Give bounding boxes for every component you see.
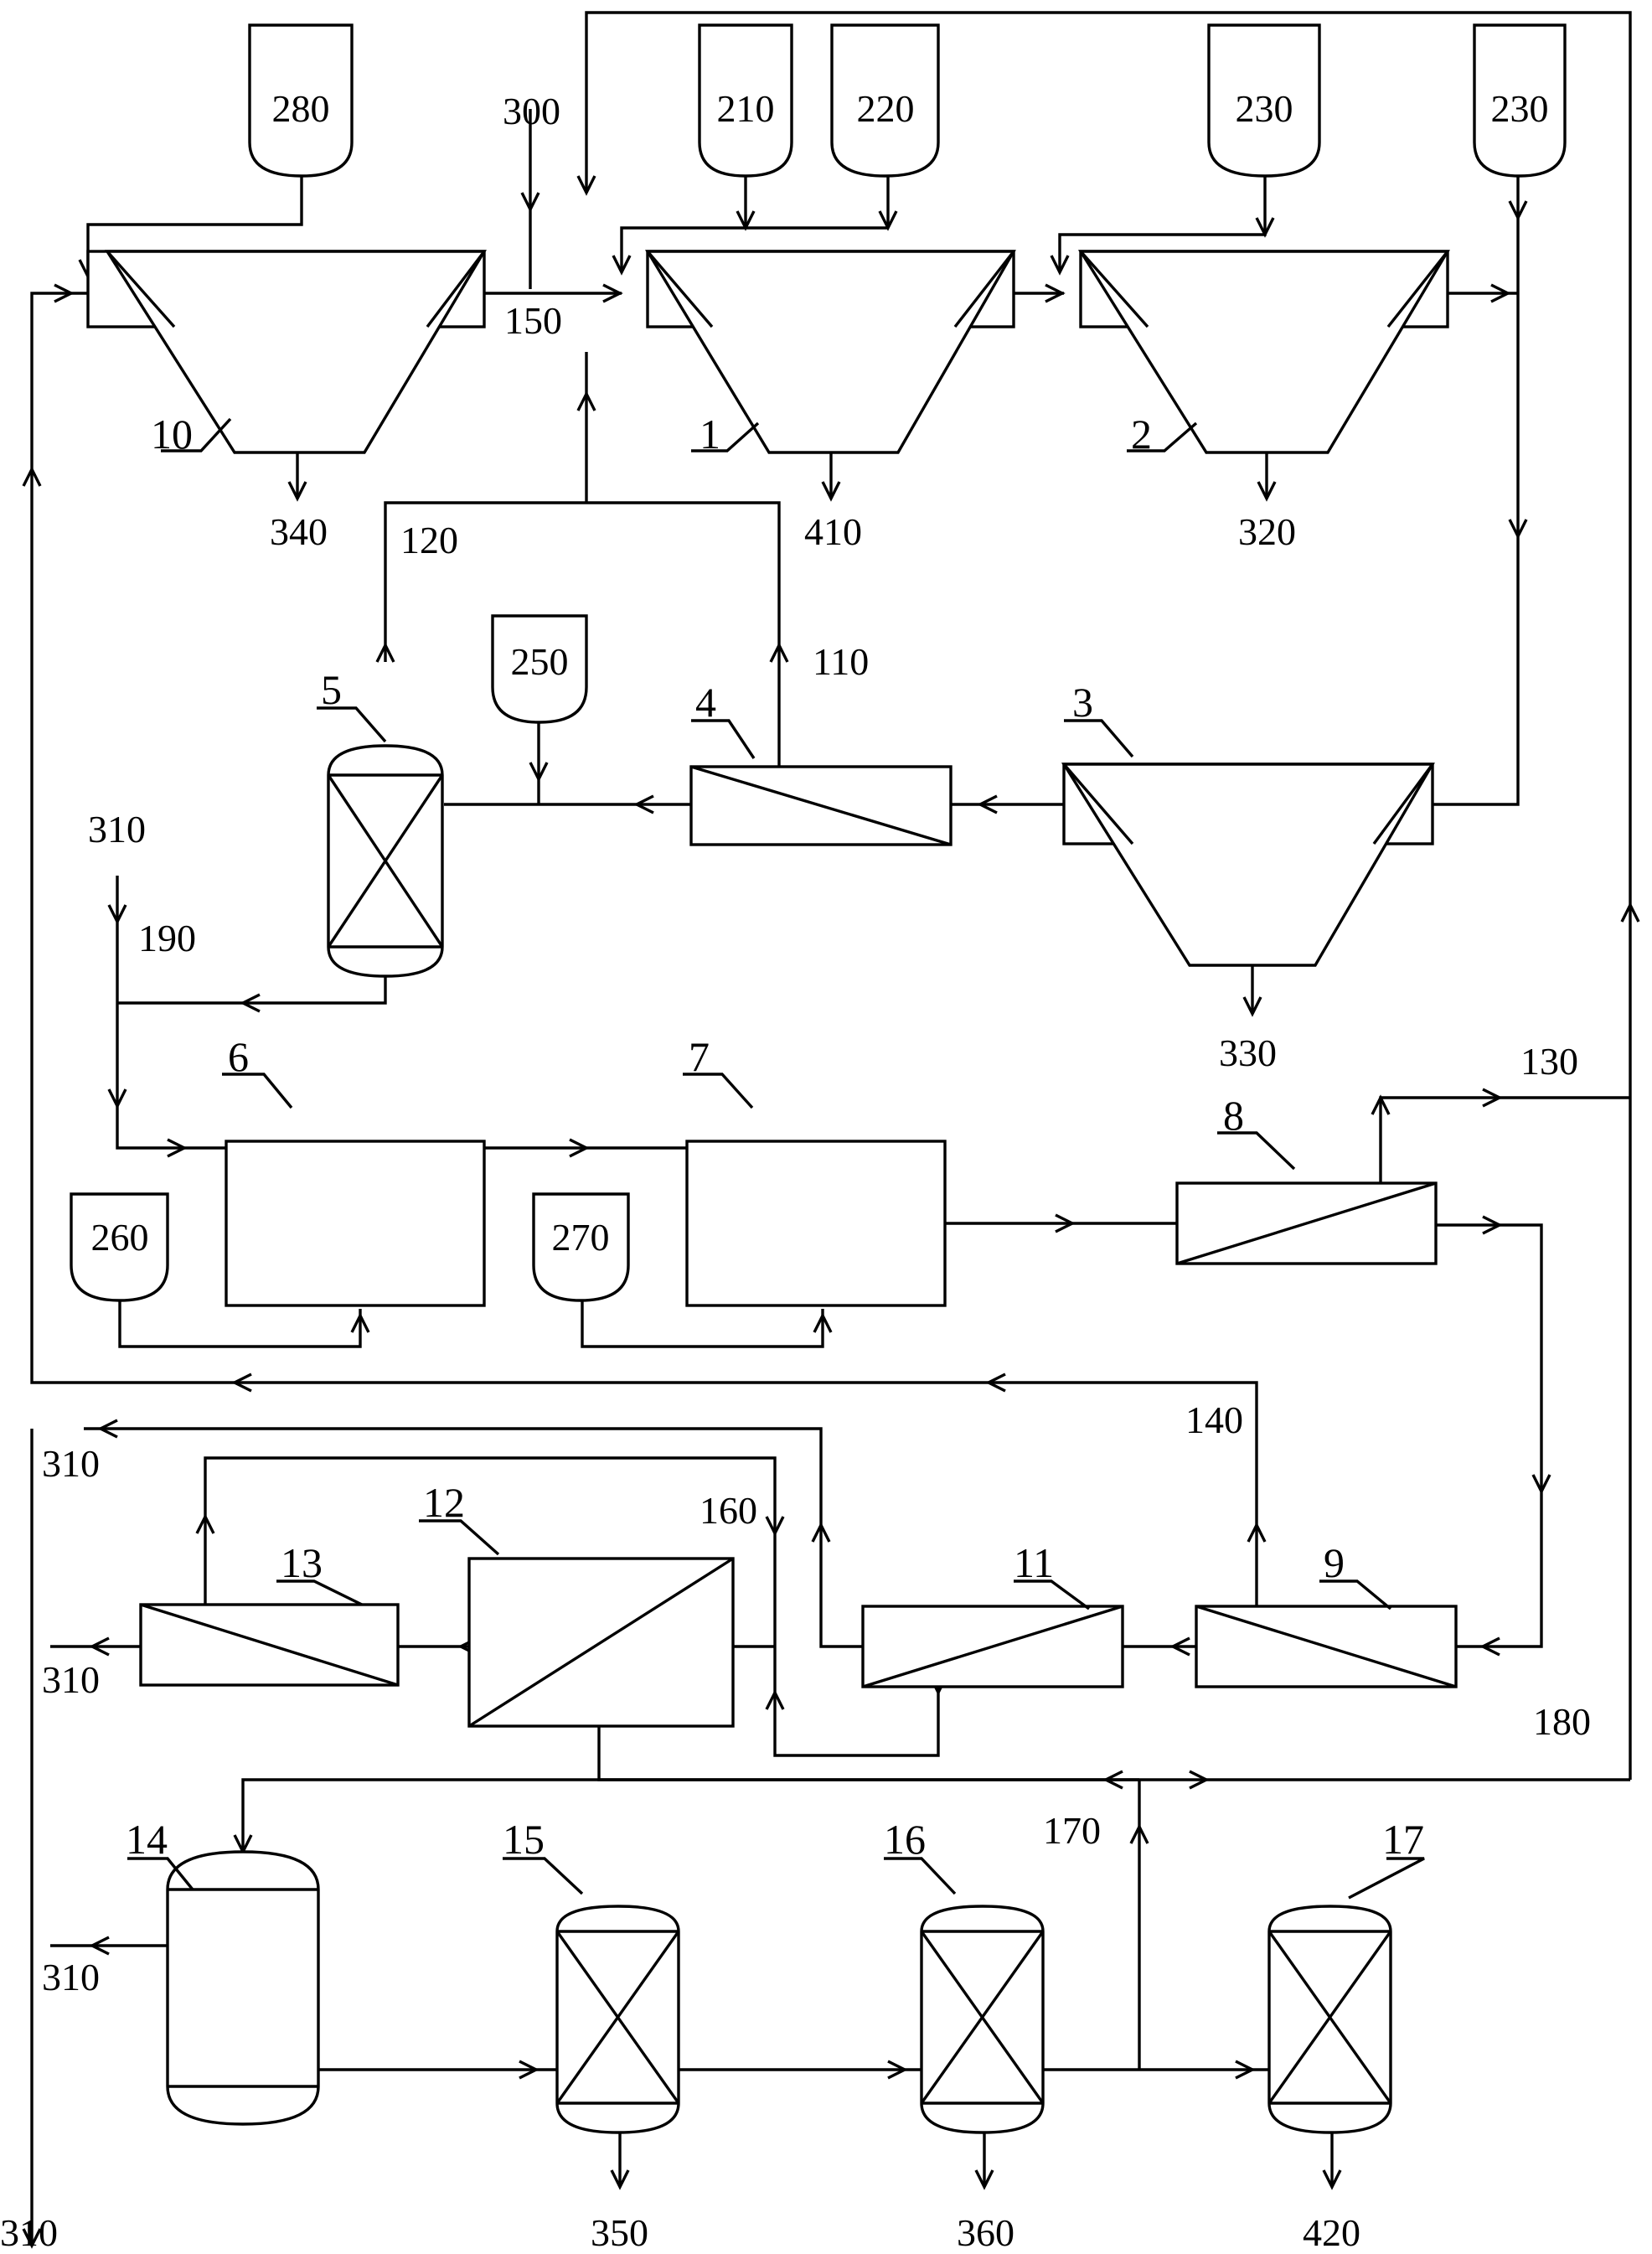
unit-16-tag: 16 <box>884 1816 926 1863</box>
unit-12-membrane <box>467 1557 735 1728</box>
tank-230b <box>1473 23 1567 178</box>
unit-11-tag: 11 <box>1014 1539 1054 1586</box>
stream-310-label-d: 310 <box>42 1956 100 1998</box>
unit-15-vessel <box>555 1905 680 2134</box>
stream-120-label: 120 <box>400 519 458 561</box>
unit-1-hopper <box>644 250 1016 454</box>
unit-5-tag: 5 <box>321 666 342 713</box>
stream-130-label: 130 <box>1520 1040 1578 1083</box>
stream-170-label: 170 <box>1043 1809 1101 1852</box>
unit-9-membrane <box>1195 1605 1458 1688</box>
tank-250-label: 250 <box>511 640 569 683</box>
unit-10-tag: 10 <box>151 411 193 458</box>
unit-9-tag: 9 <box>1324 1539 1345 1586</box>
unit-7-tag: 7 <box>689 1033 710 1080</box>
unit-5-vessel <box>327 744 444 978</box>
unit-17-vessel <box>1267 1905 1392 2134</box>
stream-310-label-e: 310 <box>0 2211 58 2254</box>
unit-14-vessel <box>166 1850 320 2126</box>
stream-320-label: 320 <box>1238 510 1296 553</box>
unit-13-tag: 13 <box>281 1539 323 1586</box>
unit-15-tag: 15 <box>503 1816 545 1863</box>
stream-300-label: 300 <box>503 90 560 132</box>
tank-270-label: 270 <box>552 1216 610 1259</box>
unit-8-tag: 8 <box>1223 1092 1244 1139</box>
unit-tags <box>127 417 1425 1900</box>
unit-7-box <box>685 1140 947 1307</box>
tank-250 <box>491 614 588 724</box>
unit-2-tag: 2 <box>1131 411 1152 458</box>
unit-4-membrane <box>689 765 952 846</box>
unit-14-tag: 14 <box>126 1816 168 1863</box>
unit-2-hopper <box>1077 250 1450 454</box>
stream-190-label: 190 <box>138 917 196 959</box>
stream-310-label-c: 310 <box>42 1658 100 1701</box>
unit-3-tag: 3 <box>1072 679 1093 726</box>
tank-270 <box>532 1192 630 1302</box>
unit-17-tag: 17 <box>1382 1816 1424 1863</box>
unit-4-tag: 4 <box>695 679 716 726</box>
tank-220-label: 220 <box>857 87 915 130</box>
tank-230b-label: 230 <box>1491 87 1549 130</box>
tank-280-label: 280 <box>272 87 330 130</box>
tank-220 <box>830 23 940 178</box>
unit-12-tag: 12 <box>423 1479 465 1526</box>
stream-360-label: 360 <box>957 2211 1014 2254</box>
stream-330-label: 330 <box>1219 1031 1277 1074</box>
stream-150-label: 150 <box>504 299 562 342</box>
stream-110-label: 110 <box>813 640 869 683</box>
unit-6-tag: 6 <box>228 1033 249 1080</box>
tank-210 <box>698 23 793 178</box>
tank-210-label: 210 <box>717 87 775 130</box>
tank-260 <box>70 1192 169 1302</box>
unit-11-membrane <box>861 1605 1124 1688</box>
unit-6-box <box>225 1140 486 1307</box>
tank-230a-label: 230 <box>1236 87 1293 130</box>
tank-230a <box>1207 23 1321 178</box>
unit-1-tag: 1 <box>700 411 720 458</box>
stream-410-label: 410 <box>804 510 862 553</box>
stream-160-label: 160 <box>700 1489 757 1532</box>
unit-10-hopper <box>86 250 487 454</box>
stream-340-label: 340 <box>270 510 328 553</box>
unit-3-hopper <box>1061 763 1435 967</box>
pipe-network <box>30 11 1632 2246</box>
stream-310-label-a: 310 <box>88 808 146 850</box>
tank-260-label: 260 <box>91 1216 149 1259</box>
tank-280 <box>248 23 354 178</box>
unit-13-membrane <box>139 1603 400 1687</box>
stream-140-label: 140 <box>1185 1398 1243 1441</box>
unit-16-vessel <box>920 1905 1045 2134</box>
stream-180-label: 180 <box>1533 1700 1591 1743</box>
stream-420-label: 420 <box>1303 2211 1360 2254</box>
stream-310-label-b: 310 <box>42 1442 100 1485</box>
stream-350-label: 350 <box>591 2211 648 2254</box>
unit-8-membrane <box>1175 1181 1438 1265</box>
